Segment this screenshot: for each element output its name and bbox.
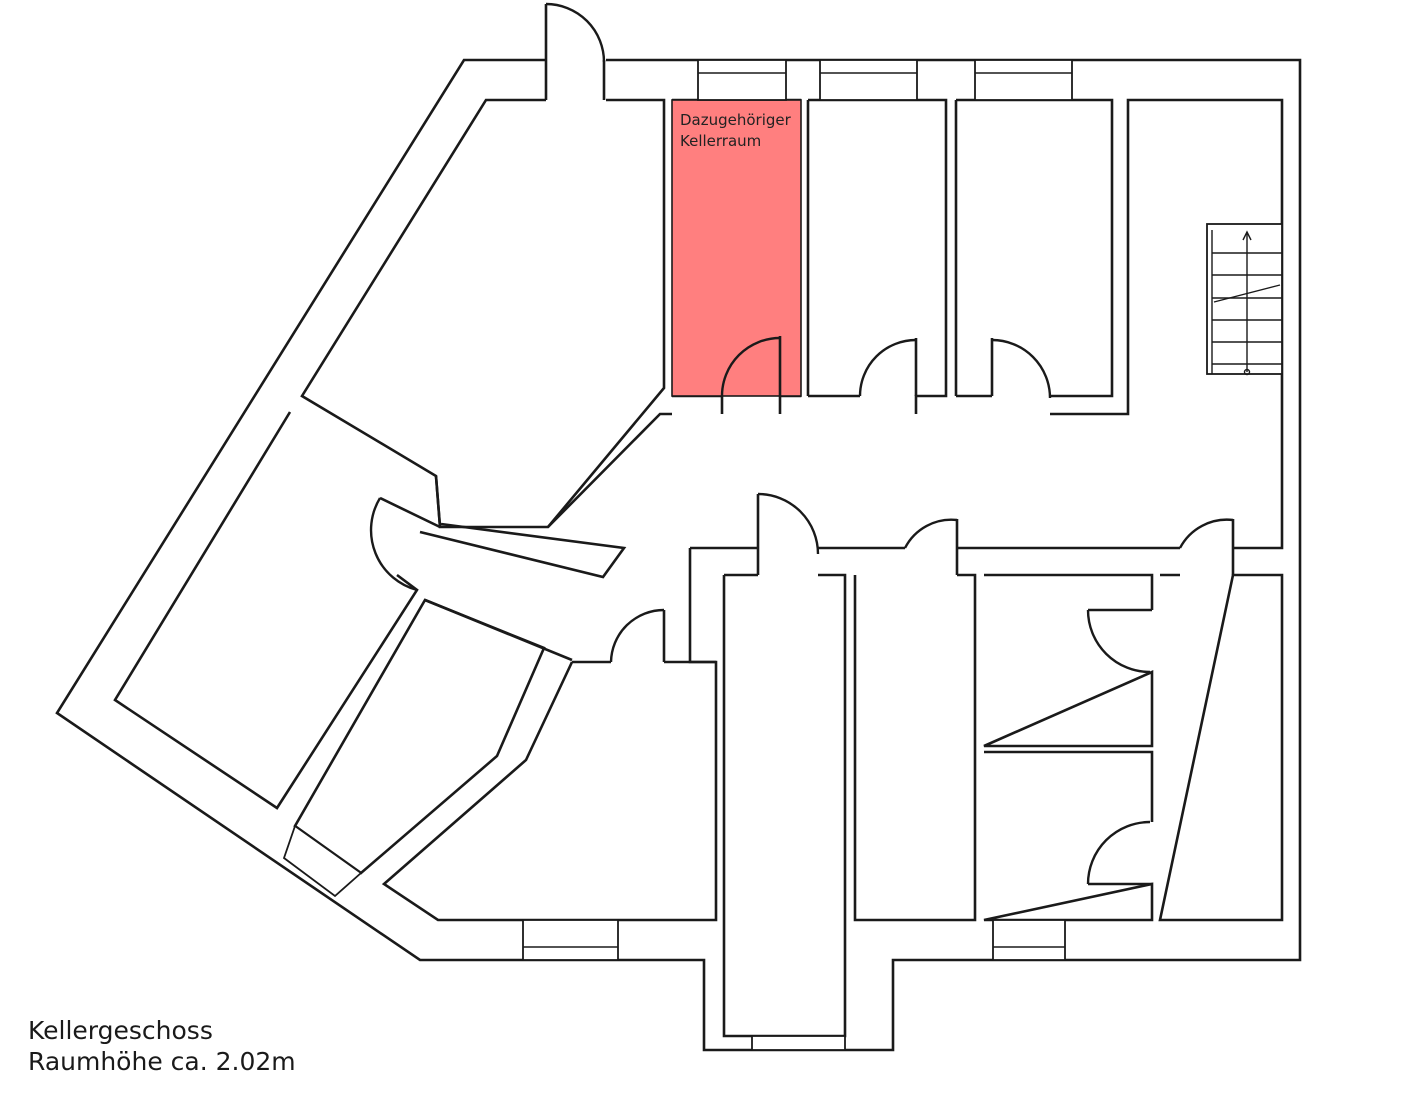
room-sw-small [293, 598, 546, 875]
door-room-s [609, 608, 666, 663]
door-room-e2 [1086, 608, 1152, 674]
room-central-corridor [722, 573, 847, 1038]
room-e3 [983, 750, 1154, 922]
window-n2 [819, 59, 918, 101]
door-room-n3 [990, 338, 1052, 399]
highlighted-room-label-line2: Kellerraum [680, 132, 762, 150]
door-highlighted-room [720, 336, 782, 397]
room-e4 [1158, 573, 1284, 922]
room-s [381, 660, 718, 922]
door-main-entry [544, 2, 606, 100]
hall-south-wall [690, 98, 1284, 550]
window-sw [282, 824, 363, 898]
room-e1 [853, 573, 977, 922]
door-room-e1 [903, 518, 959, 575]
window-n1 [697, 59, 787, 101]
room-w [113, 411, 419, 810]
room-n2 [808, 98, 948, 414]
window-n3 [974, 59, 1073, 101]
room-w-opening [434, 475, 442, 528]
door-central-corridor [756, 492, 820, 575]
door-room-w [369, 496, 441, 592]
door-room-e4 [1178, 518, 1235, 575]
corridor-wall-return [547, 412, 672, 528]
hall-west-stub [688, 548, 716, 664]
window-s2 [751, 1035, 846, 1051]
highlighted-room-label: Dazugehöriger Kellerraum [680, 110, 800, 152]
room-e2 [983, 573, 1154, 748]
room-n3 [956, 98, 1114, 398]
staircase [1206, 223, 1283, 376]
outer-wall [55, 58, 1302, 1052]
floor-height-note: Raumhöhe ca. 2.02m [28, 1047, 296, 1076]
floor-name: Kellergeschoss [28, 1016, 213, 1045]
door-room-n2 [858, 338, 918, 397]
window-s1 [522, 919, 619, 961]
wall-between-sw-s [424, 598, 573, 662]
door-room-e3 [1086, 820, 1152, 886]
highlighted-room-label-line1: Dazugehöriger [680, 111, 791, 129]
window-s3 [992, 919, 1066, 961]
corridor-wall-diagonal [419, 522, 627, 579]
floor-caption: Kellergeschoss Raumhöhe ca. 2.02m [28, 1015, 296, 1077]
